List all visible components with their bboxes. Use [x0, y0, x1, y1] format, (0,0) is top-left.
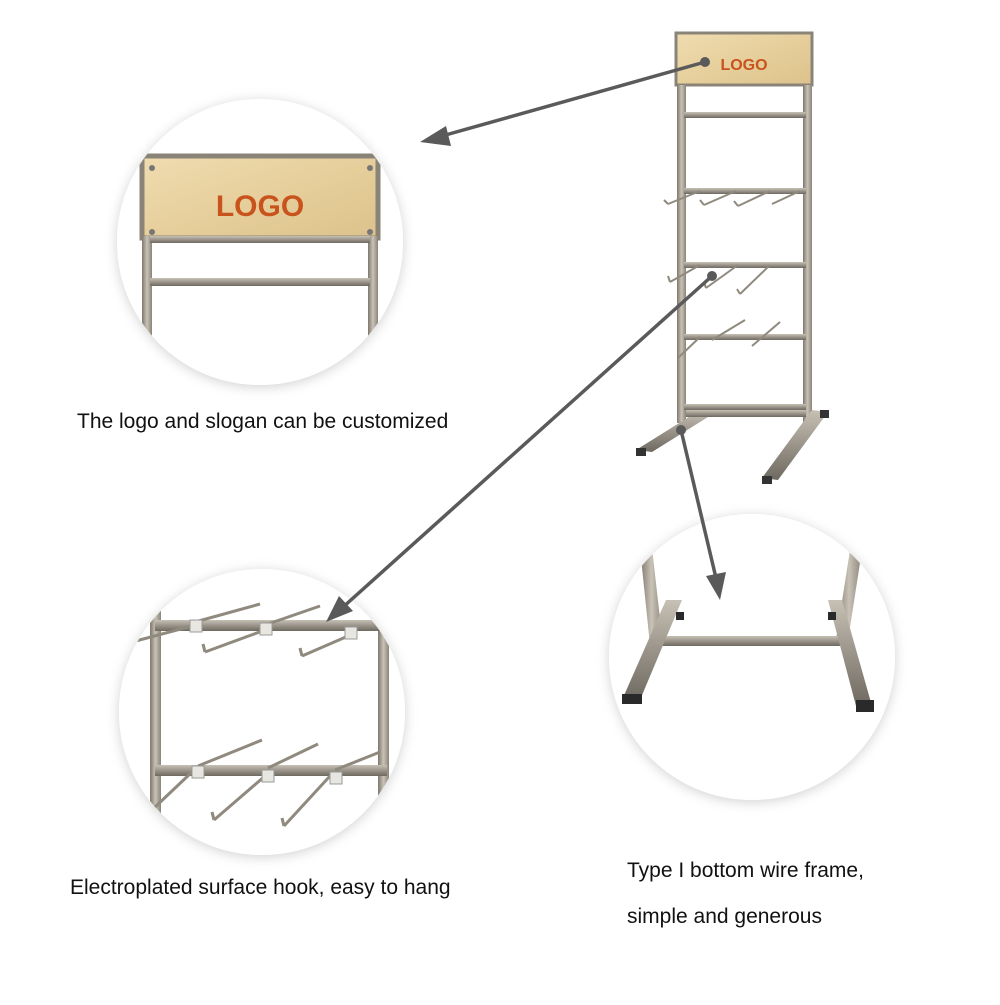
stand-right-upright [803, 85, 812, 423]
stand-hooks-row1 [663, 190, 801, 207]
stand-logo-panel [674, 31, 814, 87]
stand-right-foot [762, 410, 828, 480]
stand-logo-text: LOGO [720, 57, 767, 74]
display-stand: LOGO [636, 31, 829, 484]
detail-circle-hooks [119, 569, 405, 855]
caption-base-frame-line2: simple and generous [627, 905, 822, 928]
stand-hooks-row2 [667, 264, 771, 295]
stand-hooks-row3 [677, 319, 781, 359]
stand-wheel [636, 448, 646, 456]
caption-base-frame-line1: Type I bottom wire frame, [627, 859, 864, 882]
caption-electroplated-hook: Electroplated surface hook, easy to hang [70, 876, 451, 899]
detail-circle-base [609, 514, 895, 800]
detail-logo-text: LOGO [216, 190, 304, 223]
stand-left-foot [636, 410, 716, 452]
stand-left-upright [677, 85, 686, 423]
callout-arrows [326, 57, 726, 622]
detail-circle-logo: LOGO [117, 99, 403, 385]
caption-logo-customized: The logo and slogan can be customized [77, 410, 449, 433]
stand-base-bar [686, 410, 806, 417]
